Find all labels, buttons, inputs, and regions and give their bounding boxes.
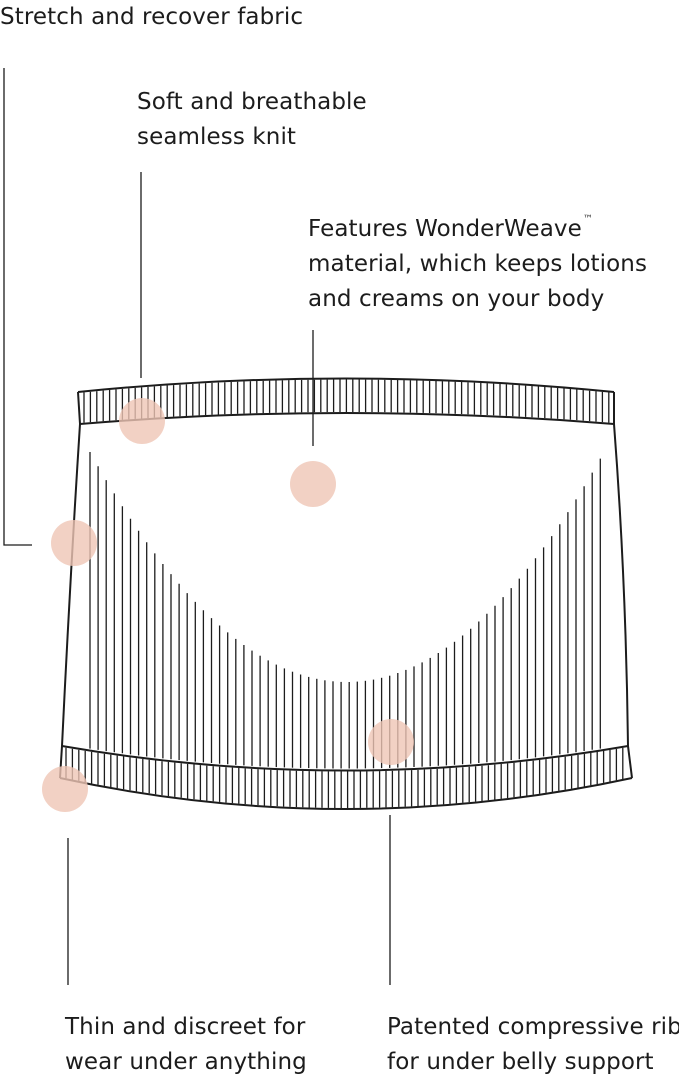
trademark-symbol: ™ [582,214,593,225]
garment-outline [59,377,633,810]
wonderweave-hotspot[interactable] [290,461,336,507]
wonderweave-label-line-2: material, which keeps lotions [308,251,648,277]
wonderweave-label-line-3: and creams on your body [308,286,605,312]
body-panel-ribs [89,452,601,769]
right-side-edge [613,392,633,779]
leader-lines [3,68,391,985]
bottom-band-ribs [65,747,624,808]
wonderweave-name: Features WonderWeave [308,216,582,242]
soft-knit-hotspot[interactable] [119,398,165,444]
bottom-band-top-edge [61,745,629,772]
wonderweave-label: Features WonderWeave™ material, which ke… [308,202,647,317]
top-band-top-edge [77,377,615,393]
thin-discreet-label: Thin and discreet for wear under anythin… [65,1010,307,1080]
thin-discreet-label-line-1: Thin and discreet for [65,1014,306,1040]
compressive-rib-label-line-1: Patented compressive rib [387,1014,679,1040]
stretch-leader-line [3,68,32,546]
stretch-fabric-hotspot[interactable] [51,520,97,566]
soft-knit-label: Soft and breathable seamless knit [137,85,367,155]
stretch-fabric-label: Stretch and recover fabric [0,0,303,35]
stretch-fabric-label-line: Stretch and recover fabric [0,4,304,30]
top-waistband-ribs [83,379,610,423]
bottom-band-bottom-edge [59,777,633,810]
hotspots [42,398,414,812]
compressive-rib-label-line-2: for under belly support [387,1049,654,1075]
compressive-rib-label: Patented compressive rib for under belly… [387,1010,679,1080]
soft-knit-label-line-1: Soft and breathable [137,89,367,115]
thin-discreet-label-line-2: wear under anything [65,1049,307,1075]
wonderweave-label-line-1: Features WonderWeave™ [308,202,647,247]
soft-knit-label-line-2: seamless knit [137,124,297,150]
thin-discreet-hotspot[interactable] [42,766,88,812]
left-side-edge [59,391,82,779]
compressive-rib-hotspot[interactable] [368,719,414,765]
